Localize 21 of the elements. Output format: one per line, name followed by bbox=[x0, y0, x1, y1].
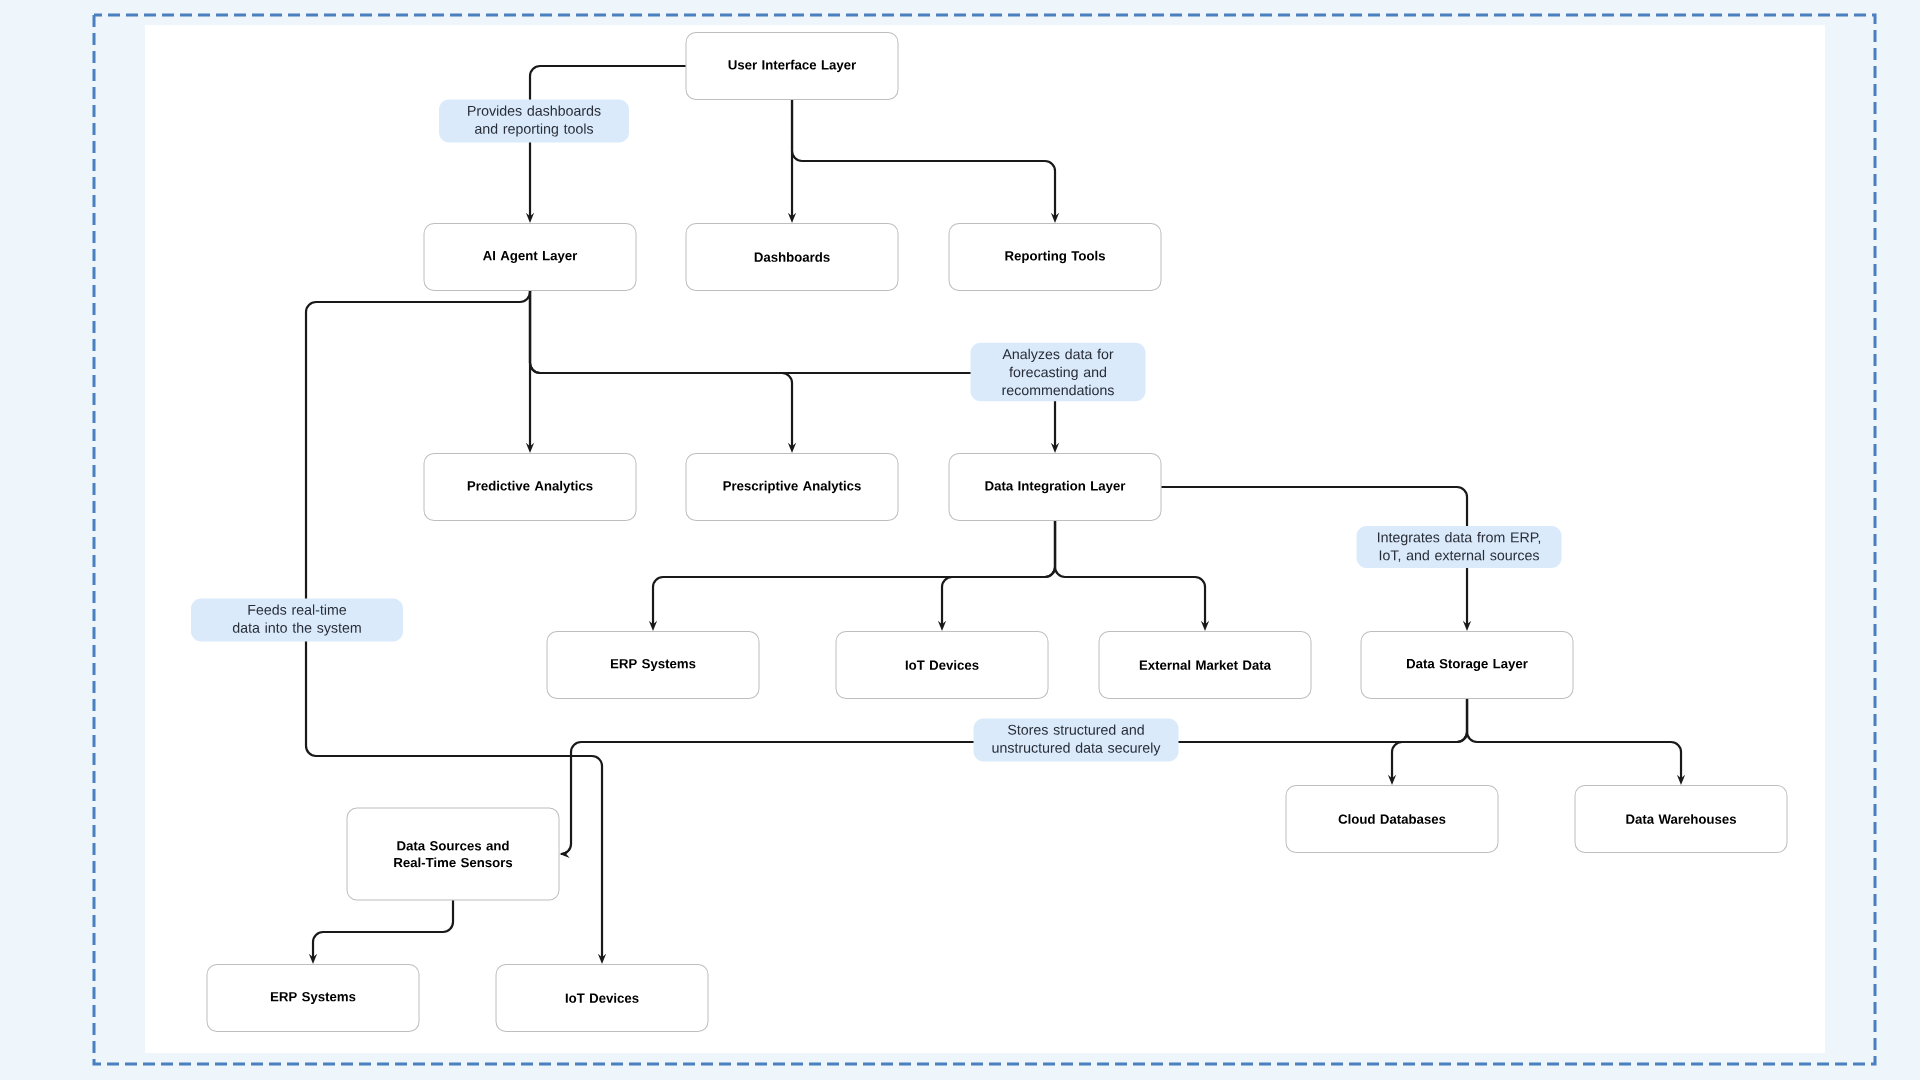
process-box: Cloud Databases bbox=[1285, 785, 1499, 853]
process-box: Data Warehouses bbox=[1574, 785, 1788, 853]
process-box: Data Integration Layer bbox=[948, 453, 1162, 521]
process-box: External Market Data bbox=[1098, 631, 1312, 699]
process-box: AI Agent Layer bbox=[423, 223, 637, 291]
process-box: IoT Devices bbox=[835, 631, 1049, 699]
process-box: Prescriptive Analytics bbox=[685, 453, 899, 521]
edge-label: Feeds real-time data into the system bbox=[191, 598, 403, 642]
process-box: ERP Systems bbox=[546, 631, 760, 699]
process-box: Dashboards bbox=[685, 223, 899, 291]
process-box: IoT Devices bbox=[495, 964, 709, 1032]
process-box: Reporting Tools bbox=[948, 223, 1162, 291]
edge-label: Analyzes data for forecasting and recommendations bbox=[970, 342, 1146, 402]
process-box: Predictive Analytics bbox=[423, 453, 637, 521]
process-box: User Interface Layer bbox=[685, 32, 899, 100]
edge-label: Integrates data from ERP, IoT, and external sources bbox=[1356, 525, 1562, 569]
edge-label: Provides dashboards and reporting tools bbox=[439, 99, 629, 143]
process-box: ERP Systems bbox=[206, 964, 420, 1032]
process-box: Data Sources and Real-Time Sensors bbox=[346, 807, 560, 901]
edge-label: Stores structured and unstructured data securely bbox=[973, 718, 1179, 762]
process-box: Data Storage Layer bbox=[1360, 631, 1574, 699]
